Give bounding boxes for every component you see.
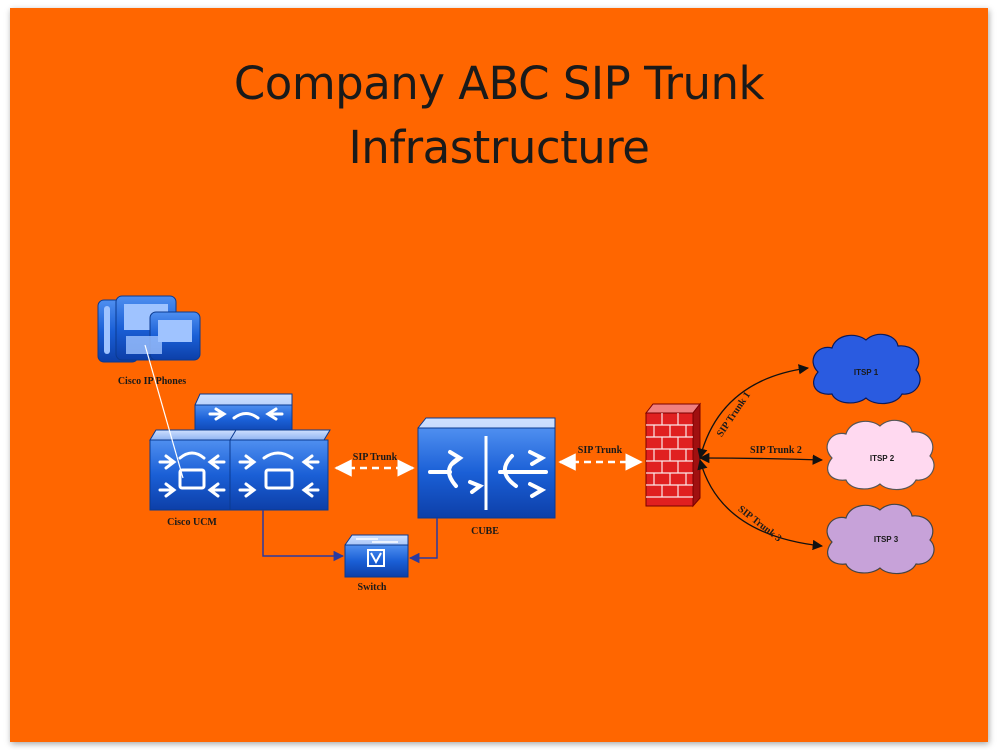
firewall-icon [644,402,702,508]
sip-trunk-3-link [697,458,824,551]
sip-trunk-label-2: SIP Trunk [578,445,623,456]
itsp2-label: ITSP 2 [870,454,895,463]
ip-phones-label: Cisco IP Phones [118,376,186,387]
itsp1-label: ITSP 1 [854,368,879,377]
ucm-server-icon [149,393,331,511]
switch-icon [344,534,409,578]
cube-router-icon [417,417,556,519]
itsp3-label: ITSP 3 [874,535,899,544]
switch-label: Switch [358,582,387,593]
ucm-switch-link [262,510,345,562]
sip-trunk-label-1: SIP Trunk [353,452,398,463]
title-line-1: Company ABC SIP Trunk [233,57,765,110]
itsp3-cloud-icon [826,503,935,575]
cube-label: CUBE [471,526,499,537]
title-line-2: Infrastructure [348,121,650,174]
itsp1-cloud-icon [812,333,921,405]
sip-trunk-3-label: SIP Trunk 3 [736,504,784,545]
phones-ucm-link [144,344,184,479]
sip-trunk-2-link [698,452,824,465]
ucm-label: Cisco UCM [167,517,217,528]
itsp2-cloud-icon [826,419,935,491]
sip-trunk-1-link [697,364,810,460]
cube-switch-link [408,518,438,564]
ip-phones-icon [97,295,201,363]
sip-trunk-2-label: SIP Trunk 2 [750,445,802,456]
page-title: Company ABC SIP Trunk Infrastructure [10,52,988,180]
